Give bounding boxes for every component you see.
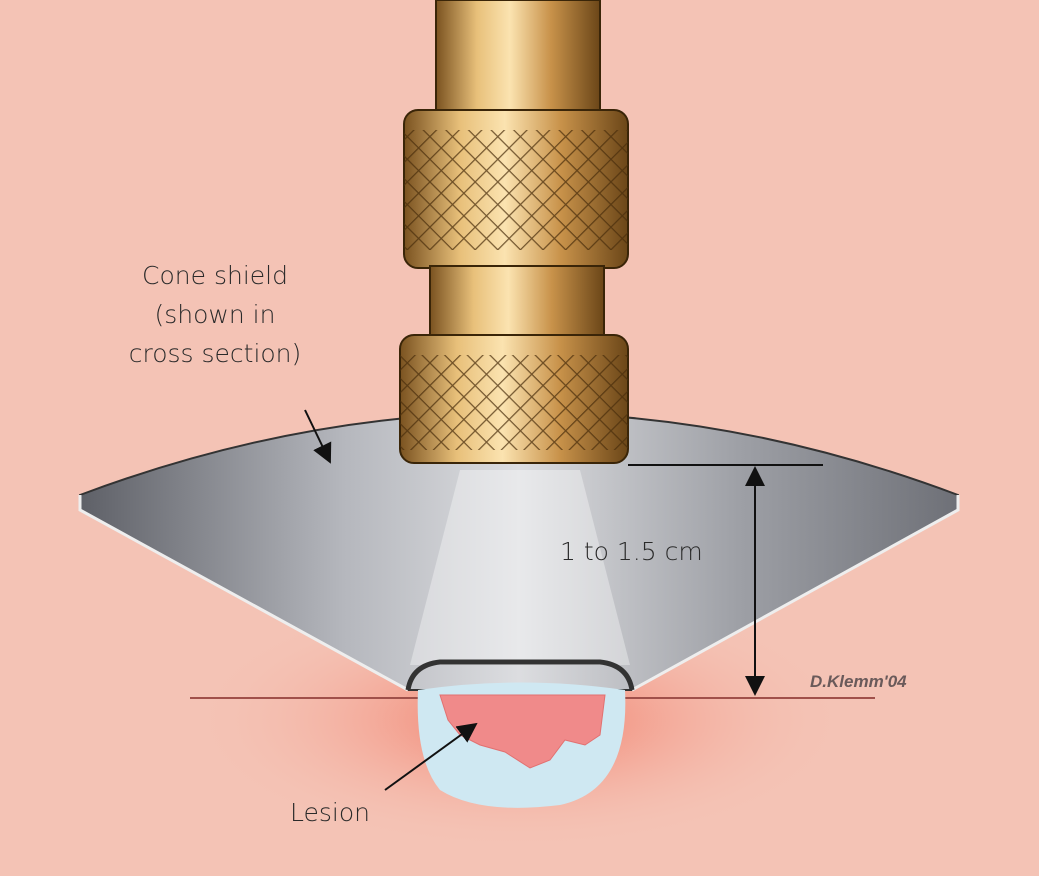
radiation-beam [410, 470, 630, 665]
lesion-arrow [384, 722, 478, 791]
artist-signature: D.Klemm'04 [810, 672, 907, 691]
lesion-label: Lesion [290, 798, 370, 827]
cone-shield-arrow [304, 409, 332, 464]
cone-shield-label-line: Cone shield [142, 261, 288, 290]
cone-shield-label: Cone shield (shown in cross section) [95, 256, 335, 373]
cone-shield-label-line: (shown in [154, 300, 276, 329]
distance-label: 1 to 1.5 cm [560, 537, 703, 566]
upper-knurl-texture [404, 130, 628, 250]
cone-shield-rim [78, 495, 960, 692]
cone-shield-label-line: cross section) [128, 339, 302, 368]
lower-knurl-texture [400, 355, 628, 450]
cone-bottom-ring [405, 659, 635, 691]
applicator-neck [429, 265, 605, 339]
applicator-rod [435, 0, 601, 116]
